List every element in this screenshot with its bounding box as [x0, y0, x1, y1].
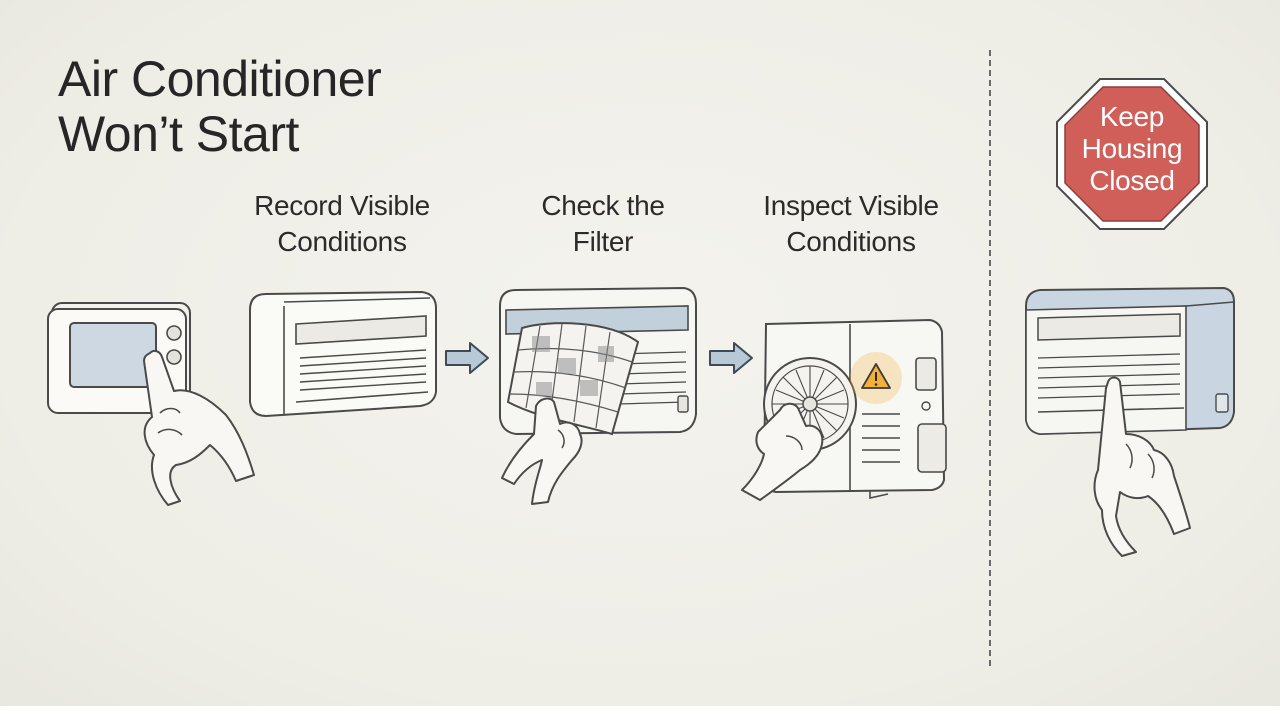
step-1-line-1: Record Visible	[254, 190, 430, 221]
outdoor-unit-icon	[741, 318, 947, 501]
thermostat-icon	[47, 302, 255, 506]
arrow-right-icon	[445, 342, 489, 374]
pointing-hand-icon	[143, 349, 255, 506]
warning-triangle-icon	[850, 352, 902, 404]
page-title: Air Conditioner Won’t Start	[58, 52, 478, 162]
step-3-line-2: Conditions	[786, 226, 916, 257]
section-divider	[989, 50, 991, 666]
title-line-2: Won’t Start	[58, 106, 299, 162]
warning-sign-line-1: Keep	[1099, 101, 1165, 132]
warning-sign-line-3: Closed	[1089, 165, 1175, 196]
title-line-1: Air Conditioner	[58, 51, 382, 107]
step-label-filter: Check the Filter	[513, 188, 693, 260]
filter-icon	[499, 286, 697, 505]
step-3-line-1: Inspect Visible	[763, 190, 939, 221]
indoor-unit-icon	[1025, 286, 1235, 557]
pointing-hand-icon	[1093, 376, 1191, 557]
pointing-hand-icon	[741, 402, 824, 501]
step-label-record: Record Visible Conditions	[236, 188, 448, 260]
step-label-inspect: Inspect Visible Conditions	[745, 188, 957, 260]
arrow-right-icon	[709, 342, 753, 374]
step-1-line-2: Conditions	[277, 226, 407, 257]
warning-sign-line-2: Housing	[1081, 133, 1183, 164]
bottom-border	[0, 706, 1280, 715]
stop-sign-icon	[1056, 78, 1208, 230]
step-2-line-1: Check the	[541, 190, 665, 221]
indoor-unit-icon	[249, 290, 437, 418]
step-2-line-2: Filter	[572, 226, 634, 257]
warning-sign-text: Keep Housing Closed	[1054, 101, 1210, 197]
pointing-hand-icon	[501, 397, 583, 505]
